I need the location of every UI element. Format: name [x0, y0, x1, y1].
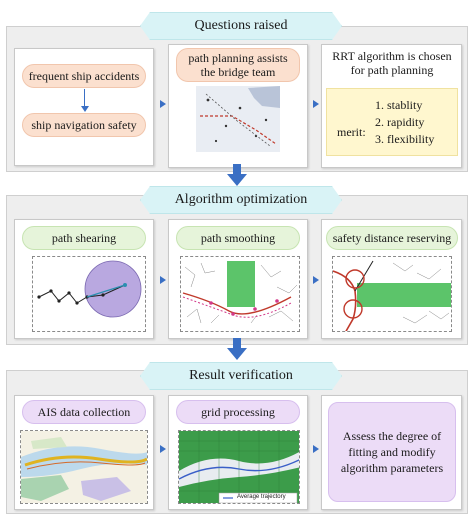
arrow-down-head: [81, 106, 89, 112]
arrow-down-section-2: [227, 338, 247, 360]
box-grid-processing: grid processing: [176, 400, 300, 424]
merit-label: merit:: [337, 125, 366, 139]
box-frequent-ship-accidents: frequent ship accidents: [22, 64, 146, 88]
diagram-grid-processing: Average trajectory: [178, 430, 300, 504]
box-ship-navigation-safety: ship navigation safety: [22, 113, 146, 137]
arrow-right-4: [313, 276, 319, 284]
banner-algorithm-optimization: Algorithm optimization: [140, 186, 342, 214]
merit-list: 1. stablity 2. rapidity 3. flexibility: [375, 97, 434, 148]
diagram-path-shearing: [32, 256, 146, 332]
banner-title: Questions raised: [194, 18, 288, 33]
arrow-right-5: [160, 445, 166, 453]
safety-svg: [333, 260, 451, 331]
merit-item: 3. flexibility: [375, 132, 435, 146]
merit-item: 1. stablity: [375, 98, 423, 112]
legend-average-trajectory: Average trajectory: [237, 494, 286, 500]
grid-svg: [179, 431, 299, 503]
arrow-down-section-1: [227, 164, 247, 186]
merit-item: 2. rapidity: [375, 115, 425, 129]
banner-title: Algorithm optimization: [174, 192, 308, 207]
assess-text: Assess the degree of fitting and modify …: [340, 429, 444, 475]
smoothing-svg: [182, 261, 298, 324]
arrow-right-3: [160, 276, 166, 284]
shearing-svg: [37, 260, 142, 318]
arrow-right-2: [313, 100, 319, 108]
box-safety-distance: safety distance reserving: [326, 226, 458, 250]
arrow-right-1: [160, 100, 166, 108]
image-chart-map: [196, 86, 280, 152]
banner-title: Result verification: [189, 368, 293, 383]
box-path-shearing: path shearing: [22, 226, 146, 250]
diagram-ais-map: [20, 430, 148, 504]
diagram-safety-distance: [332, 256, 452, 332]
box-assess-fitting: Assess the degree of fitting and modify …: [328, 402, 456, 502]
text-rrt-chosen: RRT algorithm is chosen for path plannin…: [332, 49, 452, 77]
arrow-down-line: [84, 89, 85, 109]
banner-result-verification: Result verification: [140, 362, 342, 390]
box-path-planning: path planning assists the bridge team: [176, 48, 300, 82]
ais-svg: [21, 431, 147, 503]
box-ais-data-collection: AIS data collection: [22, 400, 146, 424]
diagram-path-smoothing: [180, 256, 300, 332]
merit-box: merit: 1. stablity 2. rapidity 3. flexib…: [326, 88, 458, 156]
arrow-right-6: [313, 445, 319, 453]
banner-questions-raised: Questions raised: [140, 12, 342, 40]
box-path-smoothing: path smoothing: [176, 226, 300, 250]
